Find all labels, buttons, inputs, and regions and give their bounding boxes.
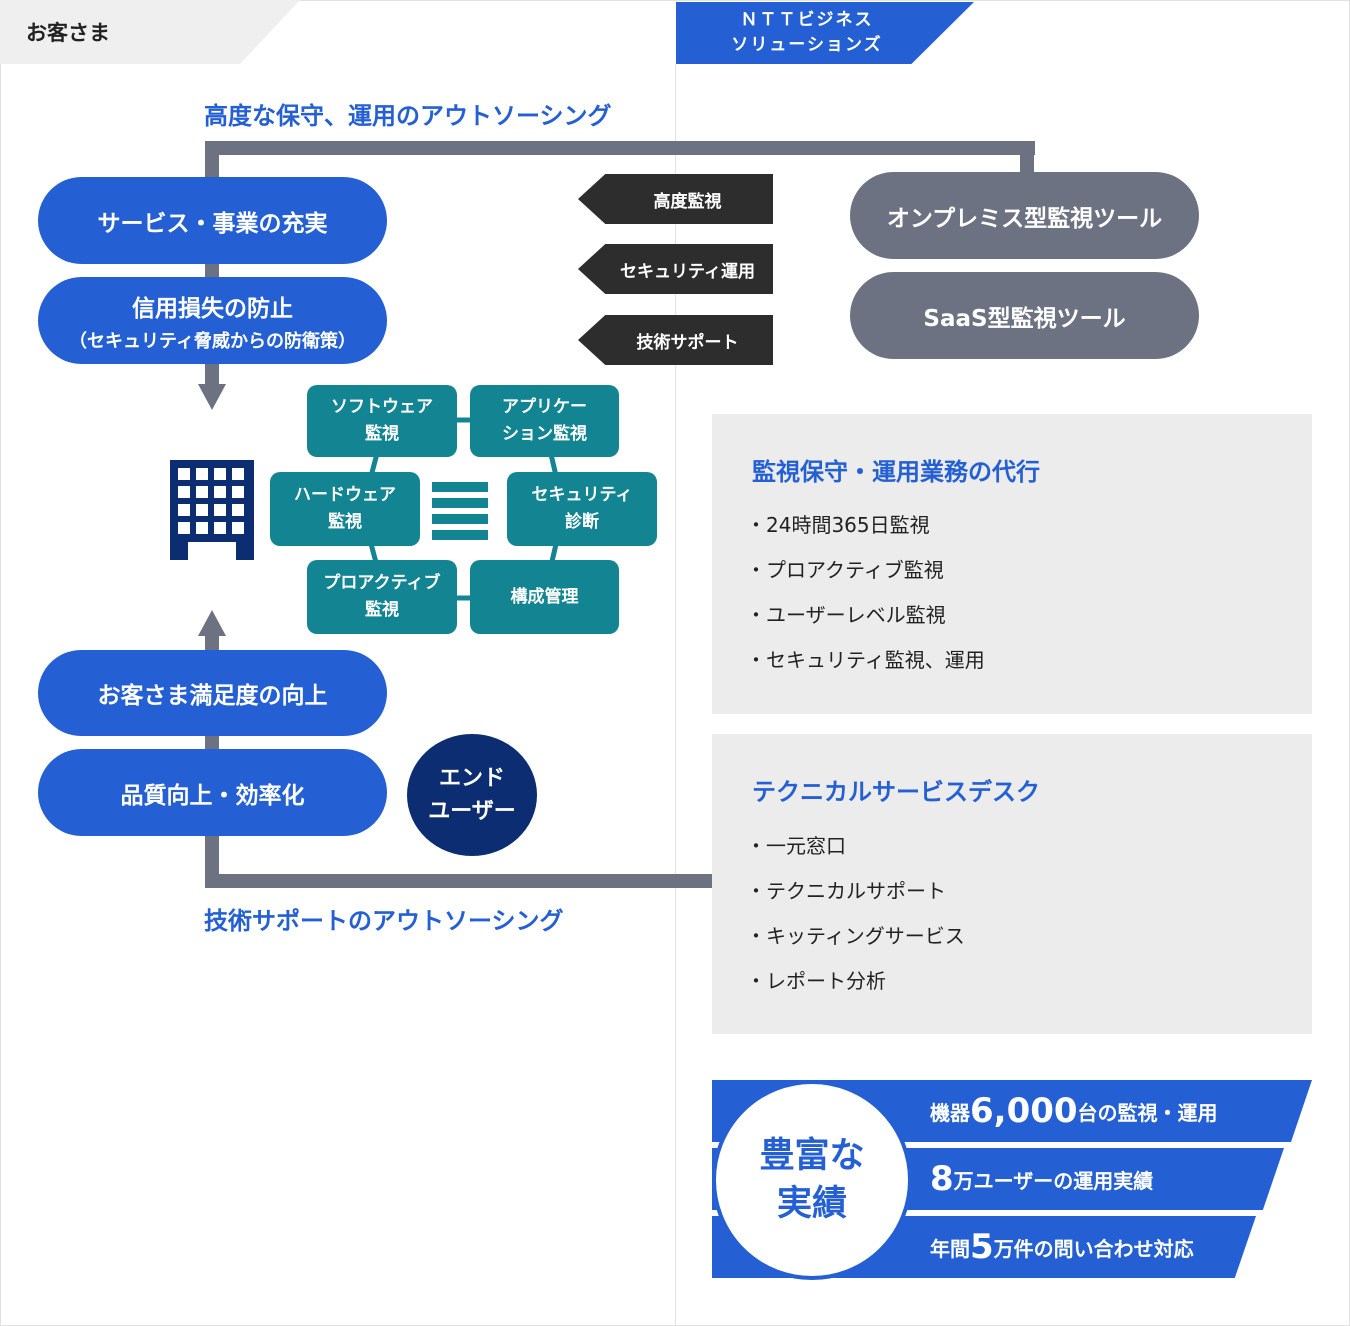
panel-item: ・一元窓口 — [746, 834, 846, 858]
column-divider — [675, 64, 676, 1326]
panel-monitoring-operation: 監視保守・運用業務の代行 ・24時間365日監視 ・プロアクティブ監視 ・ユーザ… — [712, 414, 1312, 714]
benefit-service-label: サービス・事業の充実 — [97, 210, 328, 237]
service-arrow-advanced-monitoring: 高度監視 — [578, 174, 773, 224]
provider-tab-line1: ＮＴＴビジネス — [740, 10, 874, 30]
menu-proactive-line1: プロアクティブ — [323, 573, 441, 593]
result-pre: 年間 — [930, 1236, 970, 1261]
panel-title: テクニカルサービスデスク — [752, 778, 1040, 806]
connector-credit-arrow — [205, 358, 219, 386]
panel-item: ・テクニカルサポート — [746, 879, 946, 903]
result-number: 8 — [930, 1159, 954, 1199]
benefit-satisfaction: お客さま満足度の向上 — [38, 650, 387, 736]
service-arrow-label: 技術サポート — [636, 332, 739, 353]
menu-configuration-management: 構成管理 — [470, 560, 619, 634]
menu-proactive-monitoring: プロアクティブ 監視 — [307, 560, 457, 634]
connector-service-credit — [205, 258, 219, 282]
panel-item: ・プロアクティブ監視 — [746, 558, 944, 582]
benefit-quality-label: 品質向上・効率化 — [120, 782, 305, 809]
end-user-line2: ユーザー — [428, 799, 516, 824]
top-flow-heading: 高度な保守、運用のアウトソーシング — [204, 102, 612, 130]
panel-item: ・キッティングサービス — [746, 924, 965, 948]
service-arrow-tech-support: 技術サポート — [578, 315, 773, 365]
result-number: 6,000 — [970, 1091, 1078, 1131]
menu-software-line1: ソフトウェア — [331, 397, 433, 417]
building-icon — [170, 460, 254, 560]
menu-security-line2: 診断 — [565, 512, 599, 532]
tool-saas-label: SaaS型監視ツール — [923, 305, 1126, 332]
top-connector-horizontal — [205, 141, 1035, 155]
panel-service-desk: テクニカルサービスデスク ・一元窓口 ・テクニカルサポート ・キッティングサービ… — [712, 734, 1312, 1034]
bottom-connector-horizontal — [205, 874, 713, 888]
connector-satisfaction-quality — [205, 730, 219, 754]
panel-item: ・セキュリティ監視、運用 — [746, 648, 985, 672]
benefit-satisfaction-label: お客さま満足度の向上 — [97, 683, 328, 709]
menu-security-line1: セキュリティ — [531, 485, 633, 505]
menu-software-monitoring: ソフトウェア 監視 — [307, 385, 457, 457]
result-post: 万件の問い合わせ対応 — [993, 1236, 1194, 1261]
customer-tab-label: お客さま — [26, 21, 110, 45]
service-arrow-security-operation: セキュリティ運用 — [578, 244, 773, 294]
panel-item: ・24時間365日監視 — [746, 513, 930, 537]
result-post: 台の監視・運用 — [1077, 1100, 1218, 1125]
menu-security-diagnosis: セキュリティ 診断 — [507, 472, 657, 546]
benefit-quality: 品質向上・効率化 — [38, 749, 387, 836]
arrow-up-icon — [198, 610, 226, 636]
results-circle-line1: 豊富な — [759, 1136, 865, 1176]
provider-tab: ＮＴＴビジネス ソリューションズ — [676, 2, 974, 64]
menu-proactive-line2: 監視 — [365, 600, 399, 620]
benefit-credit-label: 信用損失の防止 — [132, 295, 293, 322]
tool-onpremise: オンプレミス型監視ツール — [850, 172, 1199, 259]
end-user-line1: エンド — [438, 766, 505, 791]
tool-onpremise-label: オンプレミス型監視ツール — [886, 205, 1163, 232]
tool-saas: SaaS型監視ツール — [850, 272, 1199, 359]
benefit-service: サービス・事業の充実 — [38, 177, 387, 264]
service-arrow-label: セキュリティ運用 — [620, 261, 755, 282]
top-connector-left-drop — [205, 141, 219, 181]
end-user-circle: エンド ユーザー — [407, 734, 537, 856]
results-circle: 豊富な 実績 — [712, 1080, 912, 1280]
server-icon — [432, 482, 488, 540]
result-number: 5 — [970, 1227, 994, 1267]
menu-hardware-line2: 監視 — [328, 512, 362, 532]
menu-config-label: 構成管理 — [510, 586, 579, 607]
menu-application-monitoring: アプリケー ション監視 — [470, 385, 619, 457]
arrow-down-icon — [198, 384, 226, 410]
menu-hardware-line1: ハードウェア — [294, 485, 396, 505]
results-circle-line2: 実績 — [776, 1184, 847, 1224]
panel-item: ・レポート分析 — [746, 969, 886, 993]
panel-title: 監視保守・運用業務の代行 — [752, 458, 1040, 486]
benefit-credit-sub: （セキュリティ脅威からの防衛策） — [69, 330, 356, 352]
service-arrow-label: 高度監視 — [653, 191, 722, 212]
bottom-connector-vertical — [205, 830, 219, 888]
menu-software-line2: 監視 — [365, 424, 399, 444]
menu-hardware-monitoring: ハードウェア 監視 — [270, 472, 420, 546]
result-post: 万ユーザーの運用実績 — [953, 1168, 1154, 1193]
panel-item: ・ユーザーレベル監視 — [746, 603, 946, 627]
customer-tab: お客さま — [0, 0, 300, 64]
benefit-credit: 信用損失の防止 （セキュリティ脅威からの防衛策） — [38, 277, 387, 364]
menu-application-line1: アプリケー — [502, 397, 587, 417]
result-pre: 機器 — [930, 1100, 970, 1125]
top-connector-right-drop — [1020, 141, 1034, 177]
bottom-flow-heading: 技術サポートのアウトソーシング — [204, 907, 564, 935]
provider-tab-line2: ソリューションズ — [731, 35, 883, 55]
connector-arrow-satisfaction — [205, 634, 219, 654]
menu-application-line2: ション監視 — [502, 424, 587, 444]
